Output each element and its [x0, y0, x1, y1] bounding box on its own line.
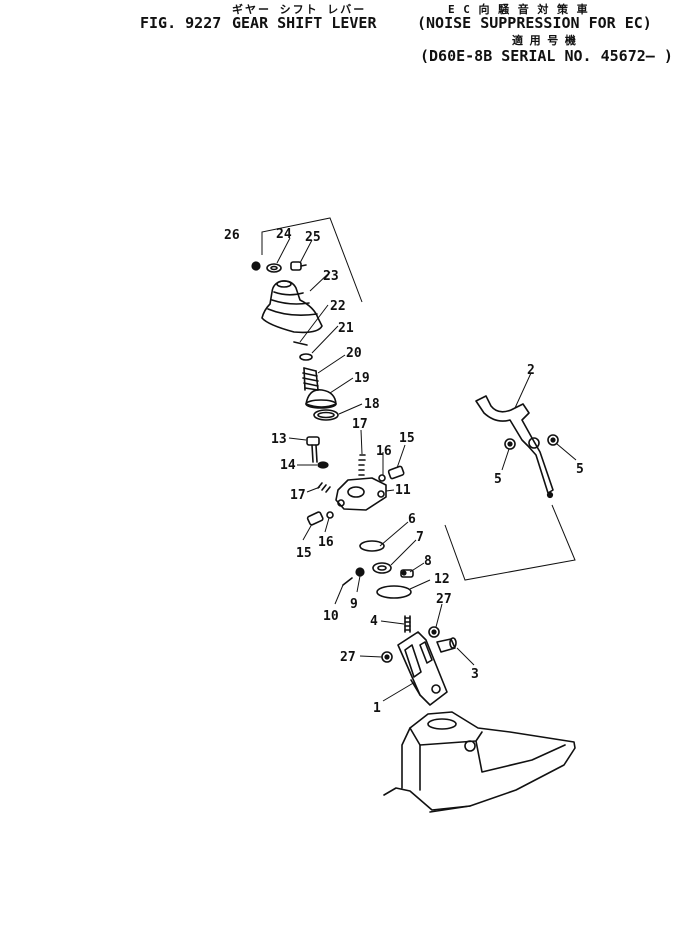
- part-5-nut-left: [504, 438, 516, 450]
- callout-1: 1: [373, 701, 381, 716]
- part-22-pin: [293, 341, 308, 346]
- callout-12: 12: [434, 572, 450, 587]
- callout-16-upper: 16: [376, 444, 392, 459]
- part-2-shift-lever: [475, 395, 554, 499]
- callout-14: 14: [280, 458, 296, 473]
- callout-8: 8: [424, 554, 432, 569]
- part-4-bolt: [404, 615, 411, 633]
- part-14-nut: [317, 461, 329, 469]
- part-9-nut: [355, 567, 365, 577]
- callout-23: 23: [323, 269, 339, 284]
- part-12-o-ring: [376, 585, 412, 599]
- part-18-o-ring: [313, 409, 339, 421]
- callout-27-lower: 27: [340, 650, 356, 665]
- fig-number: FIG. 9227: [140, 14, 222, 32]
- callout-19: 19: [354, 371, 370, 386]
- part-19-cap: [305, 388, 337, 409]
- callout-7: 7: [416, 530, 424, 545]
- part-16-ball-upper: [378, 474, 386, 482]
- callout-25: 25: [305, 230, 321, 245]
- callout-27-upper: 27: [436, 592, 452, 607]
- serial-range: (D60E-8B SERIAL NO. 45672– ): [420, 47, 673, 65]
- callout-15-lower: 15: [296, 546, 312, 561]
- part-27-nut-upper: [428, 626, 440, 638]
- callout-18: 18: [364, 397, 380, 412]
- subtitle-jp: E C 向 騒 音 対 策 車: [448, 3, 589, 16]
- part-23-rubber-boot: [261, 280, 323, 334]
- callout-21: 21: [338, 321, 354, 336]
- applicable-jp: 適 用 号 機: [512, 34, 576, 47]
- callout-3: 3: [471, 667, 479, 682]
- part-6-plate: [359, 540, 385, 552]
- callout-4: 4: [370, 614, 378, 629]
- callout-17-upper: 17: [352, 417, 368, 432]
- part-15-plug-lower: [306, 511, 324, 526]
- callout-17-lower: 17: [290, 488, 306, 503]
- callout-20: 20: [346, 346, 362, 361]
- callout-16-lower: 16: [318, 535, 334, 550]
- part-13-bolt: [306, 436, 320, 463]
- callout-10: 10: [323, 609, 339, 624]
- callout-9: 9: [350, 597, 358, 612]
- part-11-housing: [335, 477, 387, 511]
- transmission-base: [383, 711, 576, 813]
- callout-15-upper: 15: [399, 431, 415, 446]
- callout-2: 2: [527, 363, 535, 378]
- part-1-bracket: [397, 631, 448, 706]
- lever-group-bracket: [444, 504, 576, 581]
- page-title: GEAR SHIFT LEVER: [232, 14, 377, 32]
- part-16-ball-lower: [326, 511, 334, 519]
- title-kana: ギヤー シフト レバー: [232, 3, 367, 16]
- callout-leaders: [276, 237, 577, 702]
- part-8-screw: [400, 569, 414, 578]
- part-27-nut-lower: [381, 651, 393, 663]
- callout-5-right: 5: [576, 462, 584, 477]
- callout-24: 24: [276, 227, 292, 242]
- part-26-nut: [251, 261, 261, 271]
- callout-6: 6: [408, 512, 416, 527]
- part-7-collar: [372, 562, 392, 574]
- callout-11: 11: [395, 483, 411, 498]
- part-21-washer: [299, 353, 313, 361]
- callout-labels: 26 24 25 23 22 21 20 19 18 13 17 16 15 1…: [224, 227, 584, 716]
- callout-13: 13: [271, 432, 287, 447]
- callout-26: 26: [224, 228, 240, 243]
- page-subtitle: (NOISE SUPPRESSION FOR EC): [417, 14, 652, 32]
- part-3-shaft: [436, 637, 457, 653]
- part-17-spring-upper: [358, 454, 366, 476]
- part-24-washer: [266, 263, 282, 273]
- callout-22: 22: [330, 299, 346, 314]
- part-5-nut-right: [547, 434, 559, 446]
- part-10-pin: [342, 577, 353, 586]
- part-15-plug-upper: [387, 465, 405, 480]
- callout-5-left: 5: [494, 472, 502, 487]
- boot-group-bracket: [261, 217, 363, 303]
- part-20-spring: [302, 367, 319, 391]
- part-25-screw: [290, 261, 307, 271]
